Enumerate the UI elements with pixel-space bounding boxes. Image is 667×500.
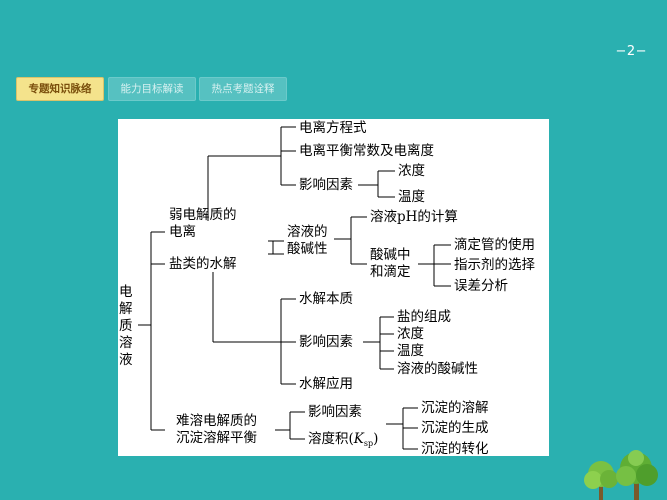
page-number: −2− <box>615 44 647 59</box>
node-hydrolysis-concentration: 浓度 <box>397 326 424 342</box>
node-ph-calculation: 溶液pH的计算 <box>370 209 458 225</box>
node-influencing-factors: 影响因素 <box>299 177 353 193</box>
node-hydrolysis-temperature: 温度 <box>397 343 424 359</box>
node-precip-conversion: 沉淀的转化 <box>421 441 489 457</box>
node-solution-acidity-line-1: 溶液的 <box>287 224 328 240</box>
node-precip-dissolution: 沉淀的溶解 <box>421 400 489 416</box>
node-acid-base-titration-line-2: 和滴定 <box>370 264 411 280</box>
node-solution-acidity-line-2: 酸碱性 <box>287 241 328 257</box>
ksp-suffix: ) <box>373 431 379 447</box>
ksp-subscript: sp <box>363 439 374 448</box>
tab-ability-goals[interactable]: 能力目标解读 <box>108 77 196 101</box>
node-insoluble-equilibrium-line-1: 难溶电解质的 <box>176 413 257 429</box>
node-root-char-4: 溶 <box>119 335 133 351</box>
node-root-char-3: 质 <box>119 318 133 334</box>
node-hydrolysis-solution-acidity: 溶液的酸碱性 <box>397 361 478 377</box>
node-concentration: 浓度 <box>398 163 425 179</box>
ksp-k: K <box>353 431 364 447</box>
node-indicator-choice: 指示剂的选择 <box>454 257 535 273</box>
node-salt-composition: 盐的组成 <box>397 309 451 325</box>
node-weak-electrolyte-line-1: 弱电解质的 <box>169 207 237 223</box>
node-ionization-constant: 电离平衡常数及电离度 <box>299 143 434 159</box>
node-solubility-product: 溶度积(Ksp) <box>308 430 378 453</box>
tree-decoration-icon <box>584 450 658 500</box>
node-root-char-1: 电 <box>119 284 133 300</box>
node-hydrolysis-factors: 影响因素 <box>299 334 353 350</box>
node-burette-use: 滴定管的使用 <box>454 237 535 253</box>
diagram-connectors <box>138 126 451 450</box>
tab-knowledge-outline[interactable]: 专题知识脉络 <box>16 77 104 101</box>
node-root-char-5: 液 <box>119 352 133 368</box>
node-ionization-equation: 电离方程式 <box>299 120 367 136</box>
node-temperature: 温度 <box>398 189 425 205</box>
node-precip-formation: 沉淀的生成 <box>421 420 489 436</box>
knowledge-diagram: 电 解 质 溶 液 弱电解质的 电离 电离方程式 电离平衡常数及电离度 影响因素… <box>118 119 549 457</box>
node-insoluble-factors: 影响因素 <box>308 404 362 420</box>
node-hydrolysis-essence: 水解本质 <box>299 291 353 307</box>
node-root-char-2: 解 <box>119 301 133 317</box>
node-salt-hydrolysis: 盐类的水解 <box>169 256 237 272</box>
tab-hot-questions[interactable]: 热点考题诠释 <box>199 77 287 101</box>
node-hydrolysis-application: 水解应用 <box>299 376 353 392</box>
ksp-prefix: 溶度积( <box>308 431 354 447</box>
node-weak-electrolyte-line-2: 电离 <box>169 224 196 240</box>
node-insoluble-equilibrium-line-2: 沉淀溶解平衡 <box>176 430 257 446</box>
node-acid-base-titration-line-1: 酸碱中 <box>370 247 411 263</box>
node-error-analysis: 误差分析 <box>454 278 508 294</box>
